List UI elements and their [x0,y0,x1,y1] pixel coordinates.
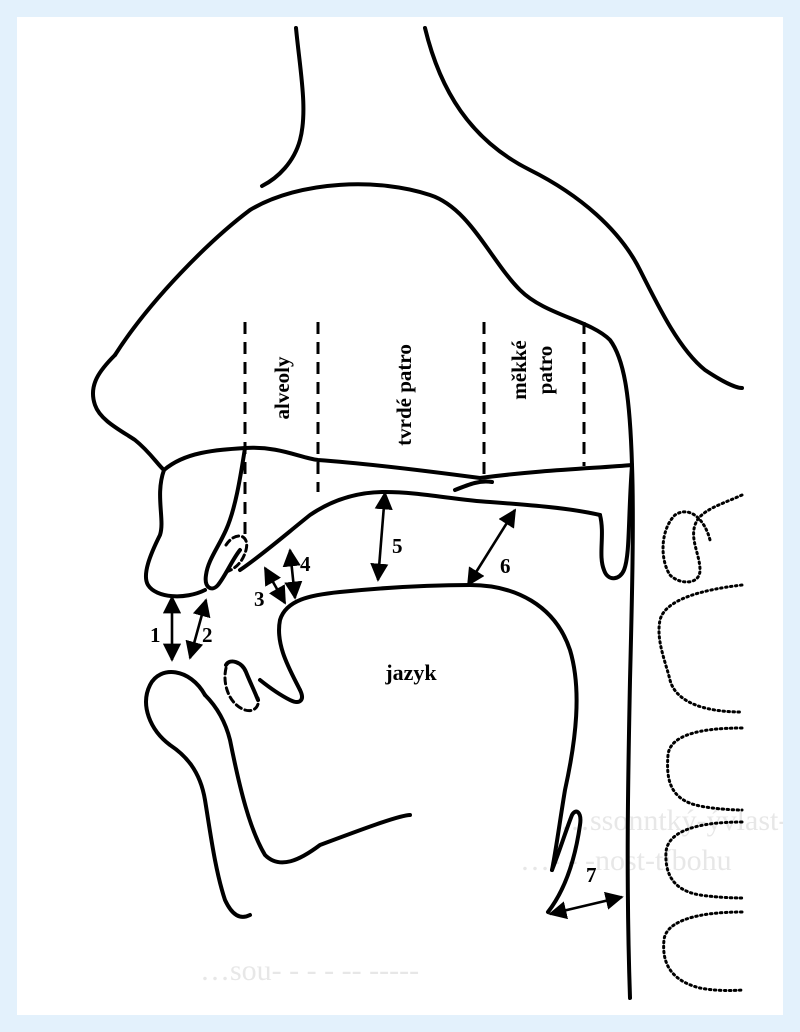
arrow-3 [265,568,285,603]
jaw-outline [205,695,410,862]
marker-7: 7 [586,863,597,887]
marker-1: 1 [150,623,161,647]
lower-lip [146,672,250,917]
arrow-5 [378,493,385,580]
label-tvrde-patro: tvrdé patro [392,344,416,446]
arrow-7 [550,897,622,914]
marker-3: 3 [254,587,265,611]
marker-4: 4 [300,552,311,576]
label-mekke-line2: patro [533,346,557,395]
nasal-floor [164,448,632,478]
svg-text:…ssonntký‑ývlast‑no: …ssonntký‑ývlast‑no [560,804,783,837]
marker-5: 5 [392,534,403,558]
tongue-outline [279,585,577,870]
svg-text:…sou‑ ‑ ‑ ‑ ‑‑ ‑‑‑‑‑: …sou‑ ‑ ‑ ‑ ‑‑ ‑‑‑‑‑ [200,954,419,987]
spine-vertebra-1 [659,585,742,712]
hard-soft-palate-crossing [455,481,492,490]
nose-outline [93,355,164,470]
velum [600,465,632,578]
label-jazyk: jazyk [384,660,437,685]
label-mekke-line1: měkké [507,340,531,400]
arrow-4 [290,550,295,598]
lower-incisor [226,661,258,700]
upper-lip [146,470,205,596]
palate-oral-surface [240,492,600,570]
spine-vertebra-4 [664,912,742,991]
forehead-outline [262,28,303,186]
spine-top [663,495,742,582]
marker-2: 2 [202,623,213,647]
label-alveoly: alveoly [270,356,294,419]
marker-6: 6 [500,554,511,578]
diagram-sheet: …ssonntký‑ývlast‑no …‑ ‑ ‑nost‑tíbohu …s… [17,17,783,1015]
upper-incisor [206,448,245,588]
nasal-cavity-outline [115,184,632,465]
spine-vertebra-2 [668,728,742,810]
vocal-tract-diagram: …ssonntký‑ývlast‑no …‑ ‑ ‑nost‑tíbohu …s… [17,17,783,1015]
